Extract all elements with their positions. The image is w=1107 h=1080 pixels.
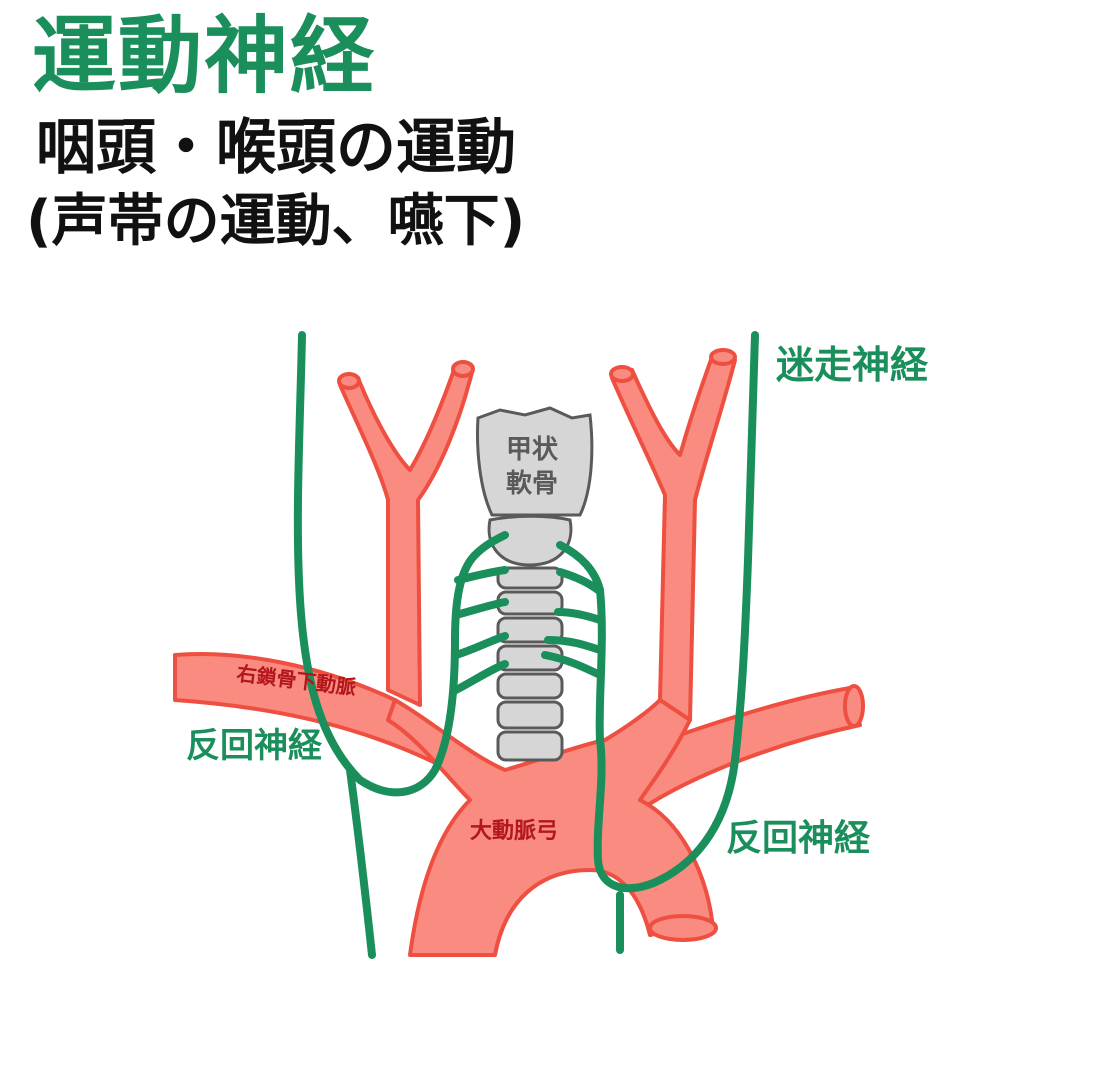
page-title: 運動神経: [32, 7, 377, 105]
left-carotid-end-b: [709, 348, 737, 366]
vagus-nerve-left-side: [293, 331, 509, 797]
label-vagus-nerve: 迷走神経: [776, 343, 929, 387]
aorta-descending-end: [648, 914, 718, 942]
nerve-branch-right-4: [541, 651, 604, 679]
tracheal-ring-7: [496, 730, 564, 762]
tracheal-ring-5: [496, 672, 564, 700]
right-carotid-end-a: [337, 372, 361, 390]
nerve-branch-left-3: [452, 632, 509, 659]
left-subclavian-end: [843, 684, 865, 728]
nerve-branch-right-2: [554, 608, 604, 624]
trachea: [476, 406, 594, 762]
right-carotid-end-b: [451, 360, 475, 378]
label-recurrent-nerve-right: 反回神経: [726, 818, 871, 859]
tracheal-ring-3: [496, 616, 564, 644]
left-carotid-artery: [610, 355, 737, 722]
label-recurrent-nerve-left: 反回神経: [186, 726, 323, 766]
nerve-branch-right-1: [556, 568, 602, 594]
label-aortic-arch: 大動脈弓: [470, 819, 558, 844]
nerve-branch-left-4: [452, 660, 509, 694]
left-carotid-end-a: [609, 365, 635, 383]
vagus-branch-left-lower: [346, 766, 376, 959]
tracheal-ring-6: [496, 700, 564, 730]
tracheal-ring-1: [496, 566, 564, 590]
nerve-branch-left-1: [454, 566, 509, 584]
label-thyroid-cartilage-1: 甲状: [506, 435, 559, 465]
nerve-branch-right-3: [544, 636, 604, 654]
right-carotid-artery: [338, 365, 474, 707]
nerve-branch-left-2: [452, 598, 509, 619]
label-thyroid-cartilage-2: 軟骨: [506, 468, 558, 499]
subtitle-line-2: (声帯の運動、嚥下): [26, 189, 526, 254]
nerves: [293, 331, 759, 959]
subtitle-line-1: 咽頭・喉頭の運動: [36, 113, 516, 183]
thyroid-cartilage: [476, 406, 594, 517]
